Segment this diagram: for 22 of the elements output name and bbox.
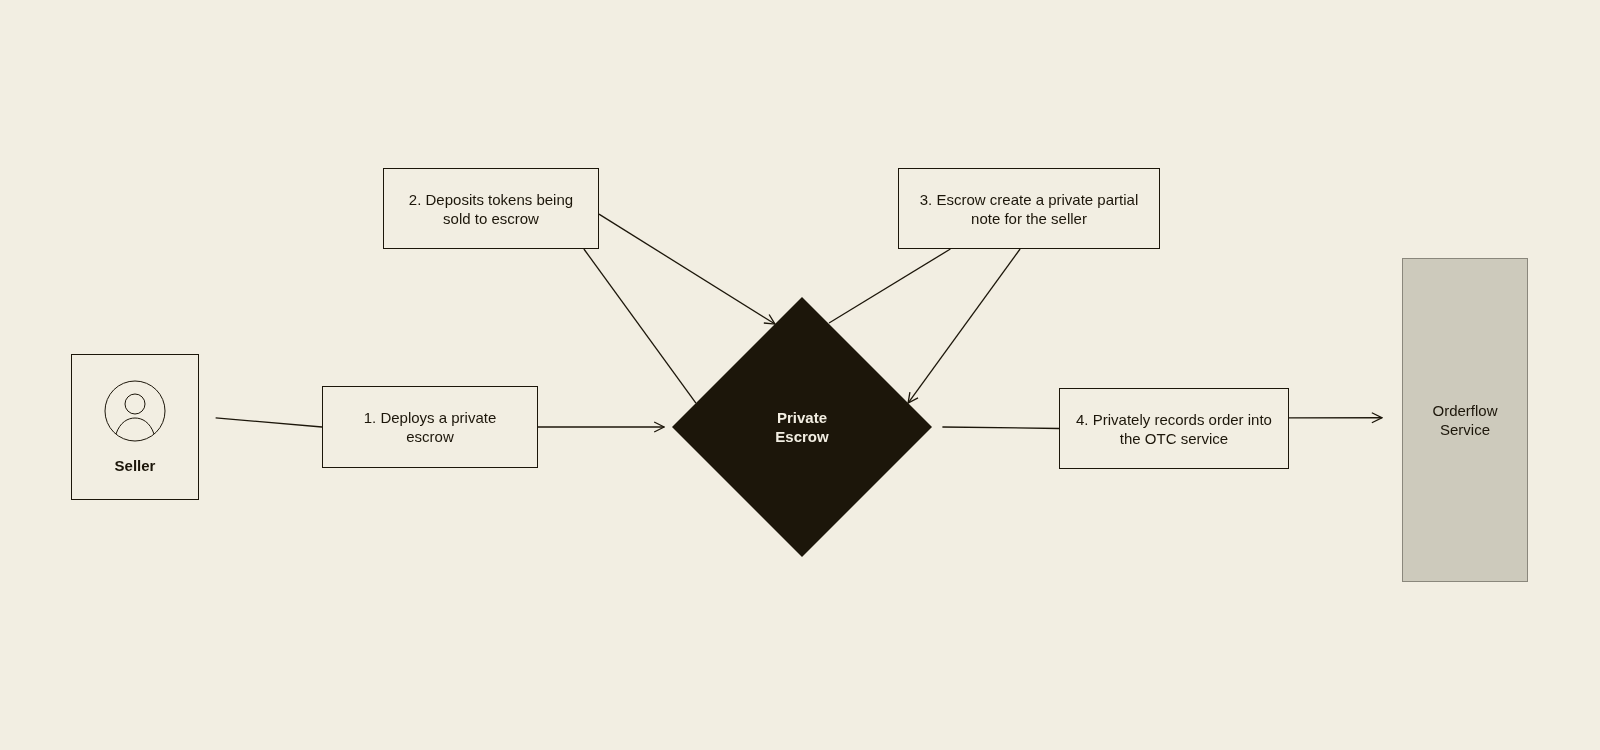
service-label: Orderflow Service	[1431, 401, 1499, 439]
service-bar	[1402, 258, 1528, 582]
arrow	[1288, 412, 1383, 424]
step-box	[1059, 388, 1289, 469]
escrow-diamond	[672, 297, 932, 557]
connector-line	[583, 248, 697, 404]
connector-line	[215, 417, 323, 428]
step-label: 2. Deposits tokens being sold to escrow	[407, 189, 575, 228]
arrow	[537, 421, 665, 433]
connector-line	[941, 426, 1060, 430]
step-box	[322, 386, 538, 468]
step-label: 3. Escrow create a private partial note for the seller	[918, 189, 1140, 228]
actor-label: Seller	[114, 455, 156, 475]
step-box	[898, 168, 1160, 249]
actor-box	[71, 354, 199, 500]
diamond-label: Private Escrow	[774, 408, 830, 446]
arrow	[598, 213, 776, 325]
step-label: 4. Privately records order into the OTC service	[1075, 409, 1273, 448]
connector-line	[828, 248, 952, 324]
step-box	[383, 168, 599, 249]
arrow	[907, 248, 1021, 404]
step-label: 1. Deploys a private escrow	[362, 408, 498, 446]
